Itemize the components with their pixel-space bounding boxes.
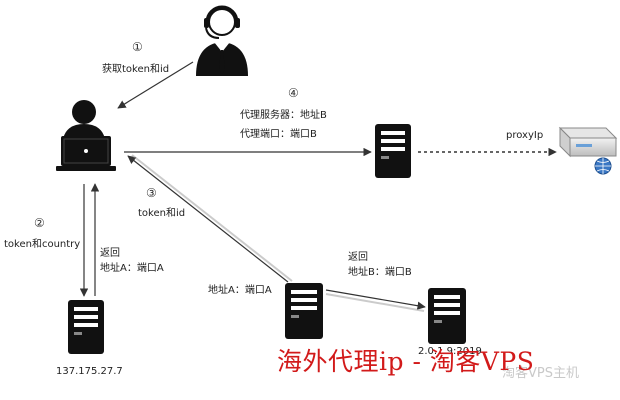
arrow-token-id-shadow — [131, 154, 293, 282]
label-get-token: 获取token和id — [102, 64, 170, 75]
label-return-a-line1: 返回 — [100, 248, 120, 259]
label-proxy-port: 代理端口：端口B — [240, 129, 317, 140]
left-server-icon — [68, 300, 104, 354]
middle-server-icon — [285, 283, 323, 339]
step-2-marker: ② — [34, 216, 45, 230]
arrow-address-a-shadow — [325, 293, 425, 312]
label-proxy-server: 代理服务器：地址B — [240, 110, 327, 121]
step-4-marker: ④ — [288, 86, 299, 100]
label-proxyip: proxyIp — [506, 130, 544, 141]
support-agent-icon — [196, 5, 248, 76]
bottom-right-server-ip: 2.0.1.9:2019 — [418, 346, 482, 357]
arrow-address-a — [325, 289, 426, 310]
arrow-token-id — [127, 155, 289, 283]
label-address-a: 地址A：端口A — [208, 285, 272, 296]
step-3-marker: ③ — [146, 186, 157, 200]
label-token-id: token和id — [138, 208, 186, 219]
proxy-server-icon — [375, 124, 411, 178]
faint-watermark: 淘客VPS主机 — [502, 366, 579, 381]
red-watermark: 海外代理ip - 淘客VPS — [277, 347, 535, 376]
label-return-b-line2: 地址B：端口B — [348, 267, 412, 278]
user-laptop-icon — [56, 100, 116, 171]
left-server-ip: 137.175.27.7 — [56, 366, 123, 377]
proxyip-rack-server-icon — [558, 126, 618, 175]
bottom-right-server-icon — [428, 288, 466, 344]
label-return-b-line1: 返回 — [348, 252, 368, 263]
arrow-get-token — [117, 61, 194, 109]
label-token-country: token和country — [4, 239, 81, 250]
step-1-marker: ① — [132, 40, 143, 54]
label-return-a-line2: 地址A：端口A — [100, 263, 164, 274]
